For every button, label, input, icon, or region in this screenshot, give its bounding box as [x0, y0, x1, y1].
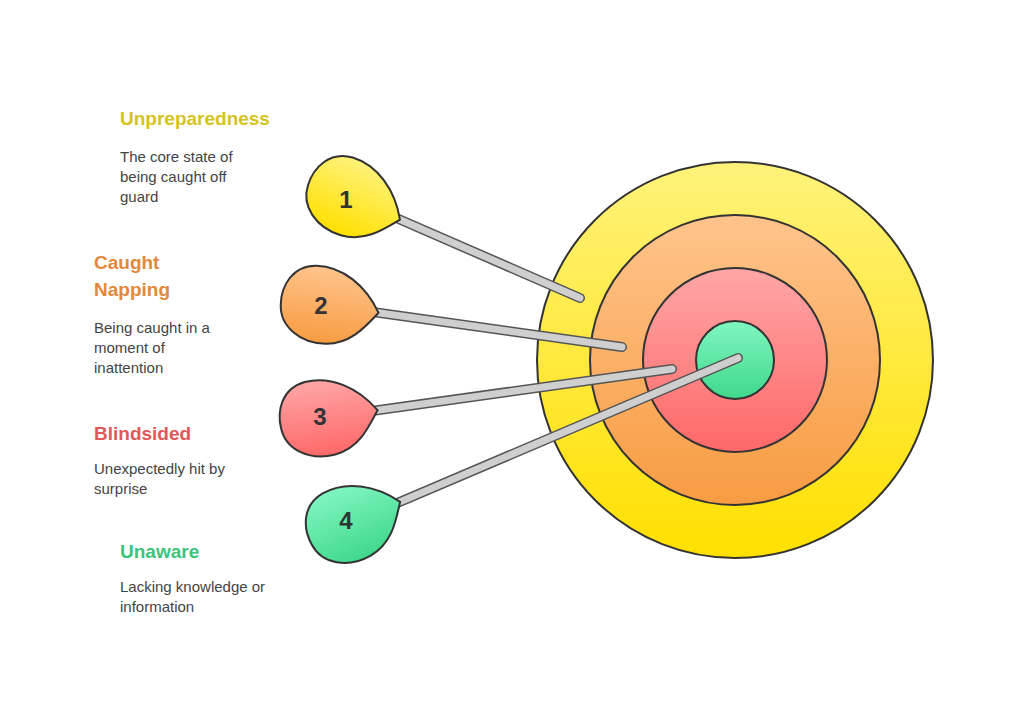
item-heading: Unpreparedness — [120, 105, 320, 132]
item-description: Being caught in a moment of inattention — [94, 318, 226, 378]
item-heading: Blindsided — [94, 420, 294, 447]
item-description: Lacking knowledge or information — [120, 577, 272, 617]
dart-shaft — [355, 358, 738, 521]
dart-flight: 1 — [300, 155, 410, 245]
item-heading: Caught Napping — [94, 249, 184, 303]
callout-number: 2 — [275, 261, 385, 351]
callout-number: 3 — [274, 372, 384, 462]
dart-shafts — [329, 200, 738, 521]
dart-flight: 2 — [275, 261, 385, 351]
flight-shape — [294, 145, 415, 255]
flight-outline — [275, 261, 385, 351]
flight-outline — [300, 476, 410, 566]
flight-outline — [300, 155, 410, 245]
flight-shape — [275, 372, 383, 462]
dart-flight: 3 — [274, 372, 384, 462]
callout-number: 1 — [300, 155, 410, 245]
flight-shape — [276, 261, 384, 351]
dart-shaft — [355, 358, 738, 521]
dart-flight: 4 — [300, 476, 410, 566]
flight-shape — [295, 467, 415, 576]
item-description: Unexpectedly hit by surprise — [94, 459, 246, 499]
item-heading: Unaware — [120, 538, 320, 565]
item-description: The core state of being caught off guard — [120, 147, 258, 207]
callout-number: 4 — [300, 476, 410, 566]
flight-outline — [274, 372, 384, 462]
